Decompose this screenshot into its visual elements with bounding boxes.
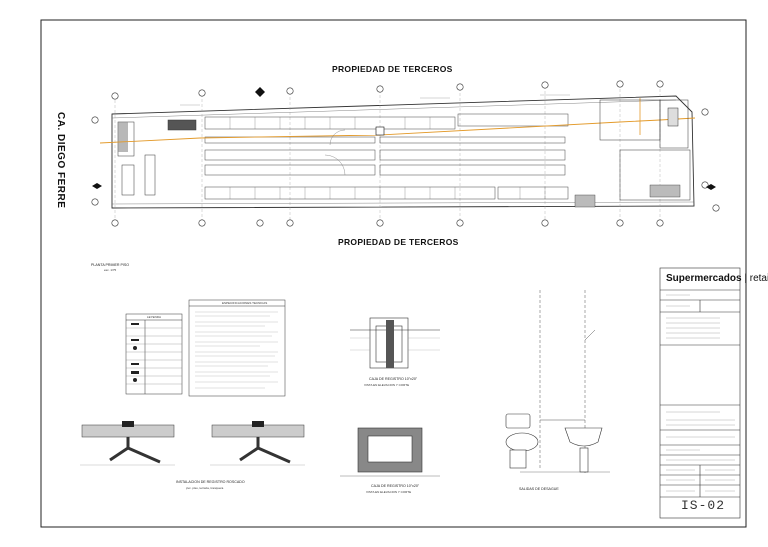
grid-bubbles: [91, 80, 720, 227]
building-outline: [111, 95, 695, 209]
checkout-area: [117, 119, 197, 196]
caja1-title: CAJA DE REGISTRO 10"x20": [369, 377, 418, 381]
caja-elevacion: [350, 317, 440, 369]
registro-title: INSTALACION DE REGISTRO ROSCADO: [176, 480, 245, 484]
bottom-neighbor-label: PROPIEDAD DE TERCEROS: [338, 237, 459, 247]
street-label: CA. DIEGO FERRE: [55, 112, 66, 209]
legend-table: [125, 313, 183, 395]
caja-planta: [340, 427, 440, 477]
sanitary-risers: [539, 290, 596, 475]
sheet-border: [40, 19, 747, 528]
title-block: [659, 267, 741, 519]
salidas-title: SALIDAS DE DESAGUE: [519, 487, 559, 491]
plan-scale: esc. 1/75: [104, 268, 117, 272]
brand-suffix: retail: [749, 273, 768, 284]
drain-line: [99, 117, 696, 144]
shelf-divisions: [229, 117, 546, 199]
sheet-code: IS-02: [681, 498, 726, 513]
service-rooms: [599, 99, 691, 201]
notes-title: ESPECIFICACIONES TECNICAS: [222, 301, 268, 305]
registro-sub: pvc. piso, terraza, tranquera: [186, 486, 224, 490]
caja2-sub: VISTA EN ELEVACION Y CORTE: [366, 490, 412, 494]
title-block-brand: Supermercados | retail: [666, 273, 768, 284]
top-neighbor-label: PROPIEDAD DE TERCEROS: [332, 64, 453, 74]
registro-details: [80, 421, 305, 466]
legend-title: LEYENDA: [147, 315, 162, 319]
sink: [564, 427, 603, 473]
shelving: [204, 113, 569, 200]
caja1-sub: VISTA EN ELEVACION Y CORTE: [364, 383, 410, 387]
toilet: [505, 413, 539, 469]
brand-name: Supermercados: [666, 273, 742, 284]
notes-box: [188, 299, 286, 397]
caja2-title: CAJA DE REGISTRO 10"x20": [371, 484, 420, 488]
plan-title: PLANTA PRIMER PISO: [91, 263, 130, 267]
